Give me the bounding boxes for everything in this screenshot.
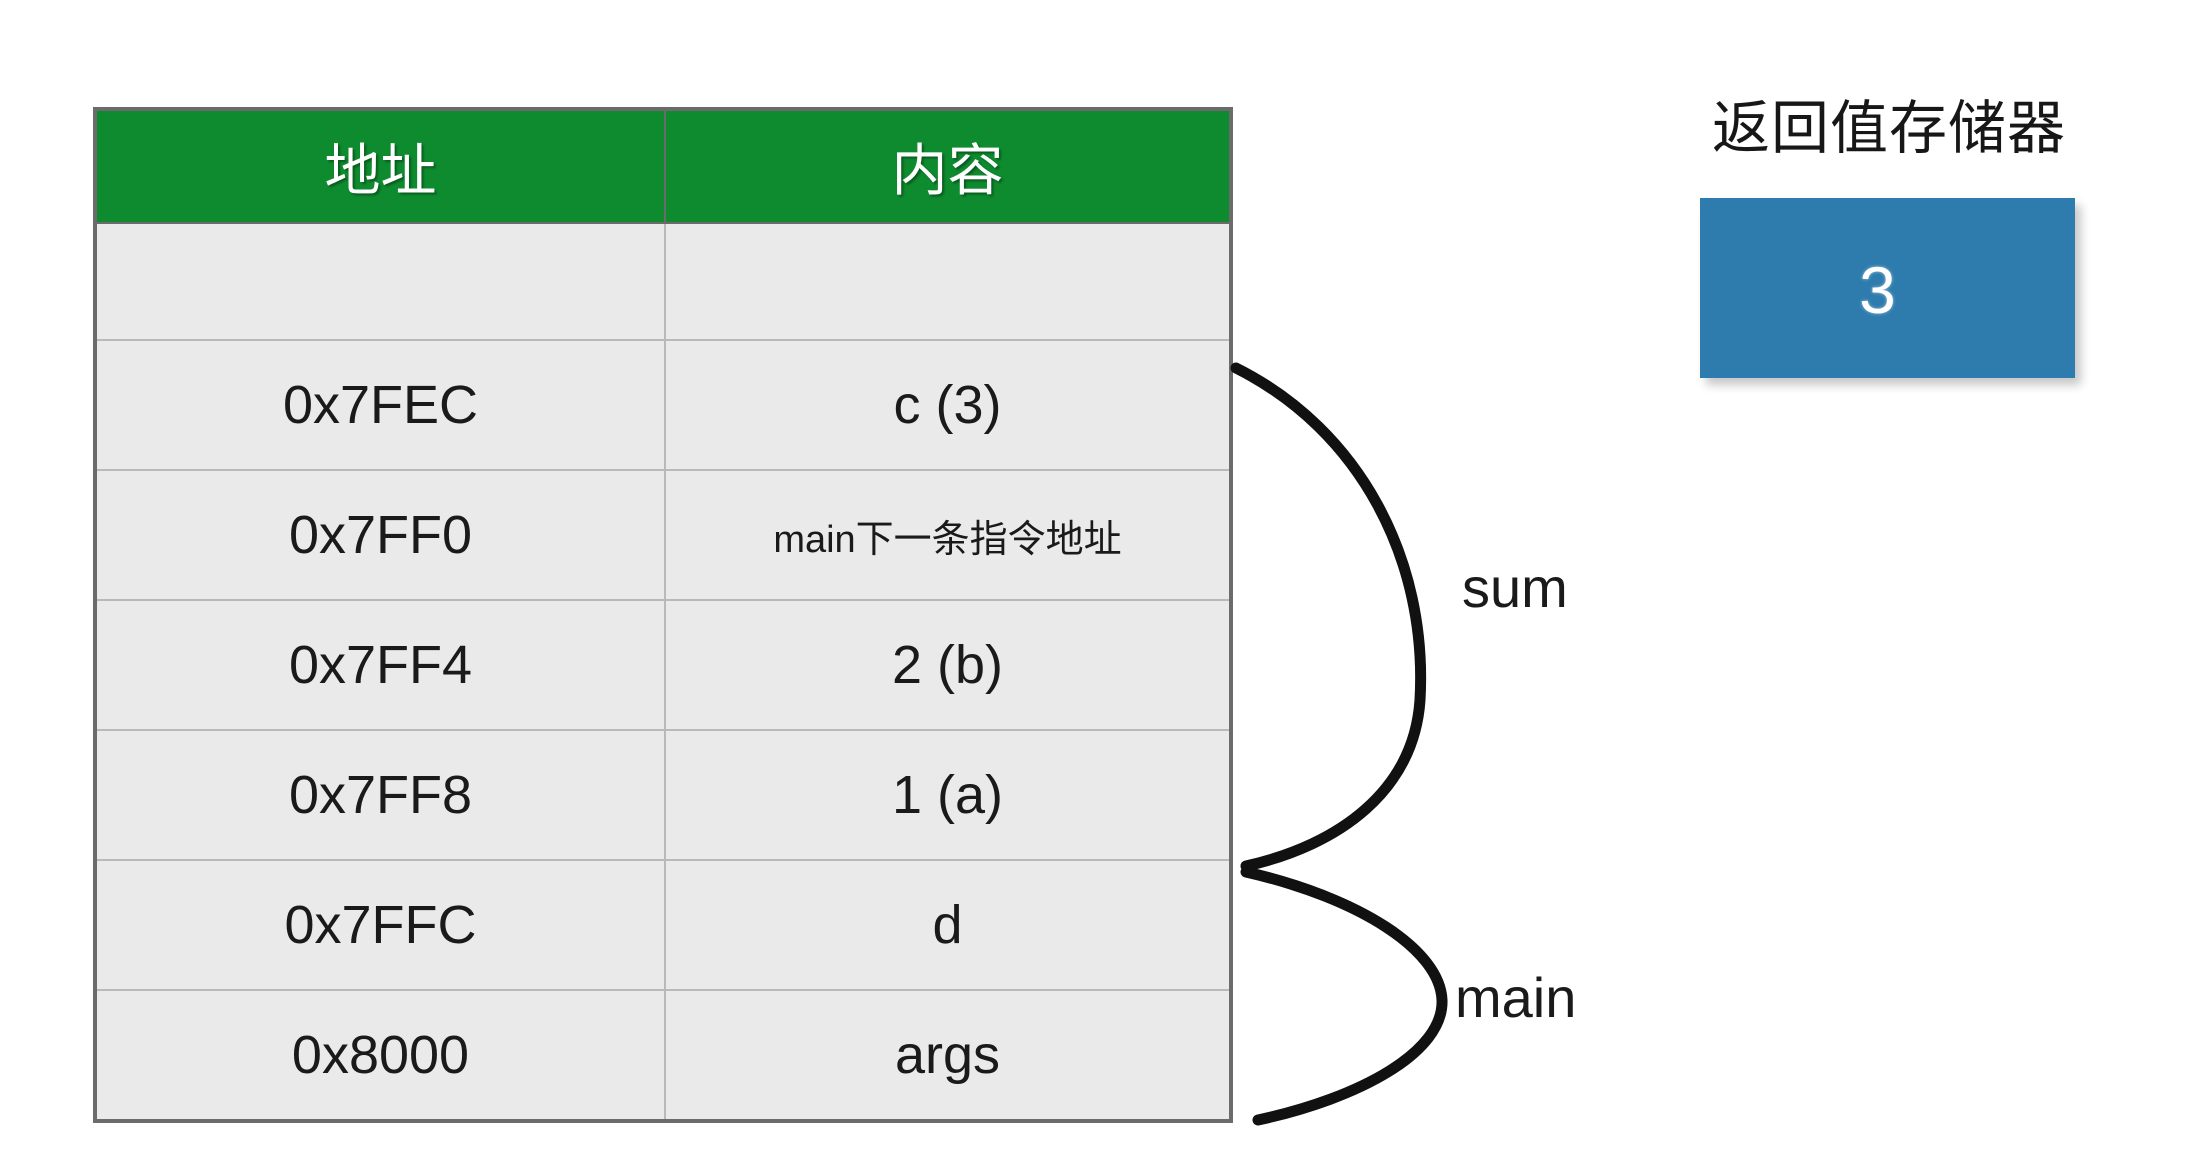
cell-address: 0x7FF0 (94, 469, 666, 601)
cell-address: 0x7FFC (94, 859, 666, 991)
cell-content: d (664, 859, 1232, 991)
cell-address: 0x7FF8 (94, 729, 666, 861)
table-header-row: 地址 内容 (94, 108, 1232, 224)
cell-content: main下一条指令地址 (664, 469, 1232, 601)
cell-content (664, 222, 1232, 341)
cell-content: 1 (a) (664, 729, 1232, 861)
brace-label-main: main (1455, 966, 1577, 1029)
brace-label-sum: sum (1462, 556, 1568, 619)
table-row: 0x7FFC d (94, 859, 1232, 991)
table-row: 0x7FF0 main下一条指令地址 (94, 469, 1232, 601)
column-header-content: 内容 (664, 108, 1232, 224)
return-value-register-panel: 返回值存储器 3 (1700, 96, 2075, 378)
cell-address: 0x8000 (94, 989, 666, 1121)
return-register-title: 返回值存储器 (1712, 96, 2067, 161)
table-row: 0x7FEC c (3) (94, 339, 1232, 471)
table-row (94, 222, 1232, 341)
table-body: 0x7FEC c (3) 0x7FF0 main下一条指令地址 0x7FF4 2… (94, 222, 1232, 1121)
table-header: 地址 内容 (94, 108, 1232, 224)
cell-content: args (664, 989, 1232, 1121)
cell-address: 0x7FF4 (94, 599, 666, 731)
memory-stack-table: 地址 内容 0x7FEC c (3) 0x7FF0 main下一条指令地址 0x… (93, 107, 1233, 1123)
cell-address (94, 222, 666, 341)
cell-address: 0x7FEC (94, 339, 666, 471)
table-row: 0x7FF8 1 (a) (94, 729, 1232, 861)
brace-main (1240, 866, 1448, 1126)
return-register-box: 3 (1700, 197, 2075, 378)
return-register-value: 3 (1859, 252, 1896, 327)
cell-content: c (3) (664, 339, 1232, 471)
brace-sum (1230, 362, 1427, 872)
table-row: 0x8000 args (94, 989, 1232, 1121)
cell-content: 2 (b) (664, 599, 1232, 731)
table-row: 0x7FF4 2 (b) (94, 599, 1232, 731)
column-header-address: 地址 (94, 108, 666, 224)
